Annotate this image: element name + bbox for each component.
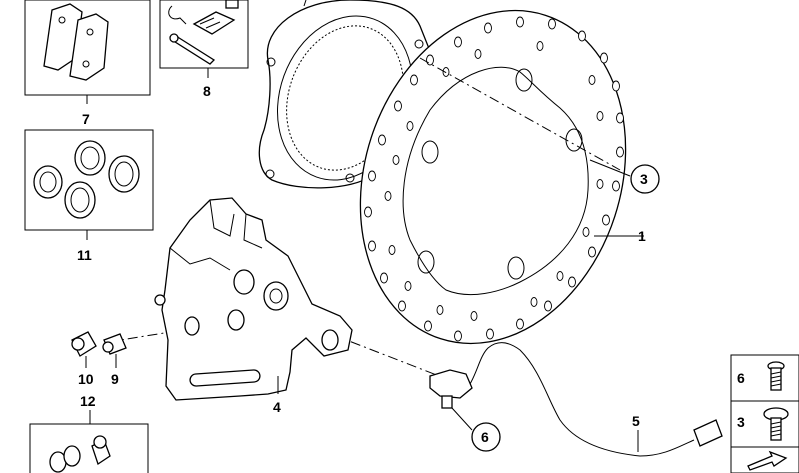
brake-disc-icon: 1 [359,9,646,345]
legend-box: 6 3 [730,354,799,473]
brake-pads-box: 7 [24,0,151,127]
retaining-clip-icon [168,0,239,65]
callout-4: 4 [273,399,281,415]
callout-11: 11 [77,247,92,263]
callout-2: 2 [300,0,308,1]
callout-9: 9 [111,371,119,387]
bolt-icon-2 [763,407,789,441]
callout-10: 10 [78,371,94,387]
arrow-icon [747,450,788,471]
callout-6-circle: 6 [451,407,501,452]
bleeder-parts: 10 9 [71,331,127,387]
callout-12: 12 [80,393,96,409]
callout-6: 6 [481,429,489,445]
legend-label-3: 3 [737,414,745,430]
callout-3: 3 [640,171,648,187]
callout-7: 7 [82,111,90,127]
callout-5: 5 [632,413,640,429]
small-parts-icon [49,435,111,473]
callout-3-circle: 3 [589,159,660,194]
legend-label-6: 6 [737,370,745,386]
seal-kit-icon [33,140,140,219]
abs-sensor-icon: 5 [429,342,723,457]
callout-1: 1 [638,228,646,244]
brake-caliper-icon: 4 [154,197,353,415]
small-parts-box: 12 [29,393,149,473]
callout-8: 8 [203,83,211,99]
bolt-icon [767,361,785,391]
disc-holes [364,16,624,342]
clip-pin-box: 8 [159,0,249,99]
seal-kit-box: 11 [24,129,154,263]
brake-pads-icon [43,3,109,81]
